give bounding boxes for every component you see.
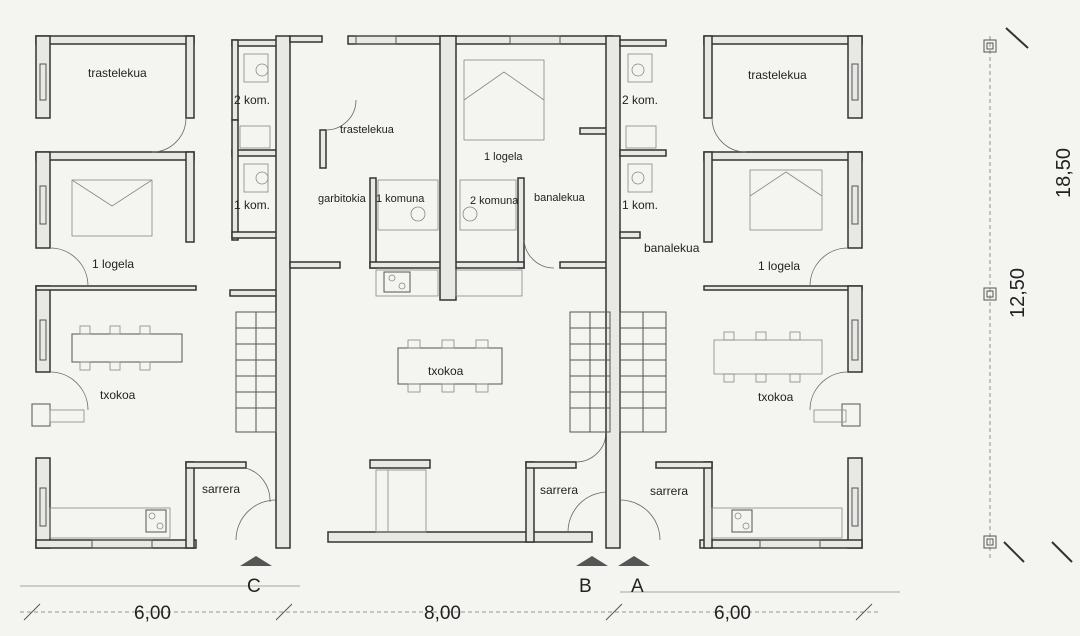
entry-b-arrow <box>576 556 608 566</box>
label-right-1kom: 1 kom. <box>622 198 658 212</box>
left-bath-strip <box>231 39 279 241</box>
entry-c-arrow <box>240 556 272 566</box>
label-mid-txokoa: txokoa <box>428 364 464 378</box>
left-unit <box>31 35 279 549</box>
right-bath-strip <box>619 39 667 239</box>
right-unit <box>619 35 863 549</box>
label-mid-2komuna: 2 komuna <box>470 195 519 207</box>
label-left-1kom: 1 kom. <box>234 198 270 212</box>
label-left-1logela: 1 logela <box>92 257 134 271</box>
label-right-banalekua: banalekua <box>644 241 700 255</box>
label-right-txokoa: txokoa <box>758 390 794 404</box>
label-left-2kom: 2 kom. <box>234 93 270 107</box>
dimension-lines <box>20 27 1073 621</box>
dim-side-partial: 12,50 <box>1007 268 1029 318</box>
entry-c-label: C <box>247 576 261 597</box>
label-mid-1komuna: 1 komuna <box>376 193 425 205</box>
label-right-sarrera: sarrera <box>650 484 688 498</box>
label-right-2kom: 2 kom. <box>622 93 658 107</box>
label-mid-banalekua: banalekua <box>534 192 586 204</box>
dim-bottom-left: 6,00 <box>134 603 171 624</box>
label-mid-1logela: 1 logela <box>484 151 523 163</box>
dim-bottom-mid: 8,00 <box>424 603 461 624</box>
dim-bottom-right: 6,00 <box>714 603 751 624</box>
entry-b-label: B <box>579 576 592 597</box>
party-wall-left <box>275 35 291 549</box>
dim-side-total: 18,50 <box>1053 148 1075 198</box>
label-right-1logela: 1 logela <box>758 259 800 273</box>
label-left-sarrera: sarrera <box>202 482 240 496</box>
label-mid-garbitokia: garbitokia <box>318 193 367 205</box>
party-wall-right <box>605 35 621 549</box>
label-mid-trastelekua: trastelekua <box>340 124 395 136</box>
entry-a-arrow <box>618 556 650 566</box>
right-stairs <box>569 311 667 433</box>
label-right-trastelekua: trastelekua <box>748 68 807 82</box>
middle-unit <box>289 35 615 543</box>
label-left-trastelekua: trastelekua <box>88 66 147 80</box>
entry-a-label: A <box>631 576 644 597</box>
left-stairs <box>235 311 277 433</box>
label-mid-sarrera: sarrera <box>540 483 578 497</box>
label-left-txokoa: txokoa <box>100 388 136 402</box>
entry-markers <box>240 556 650 566</box>
